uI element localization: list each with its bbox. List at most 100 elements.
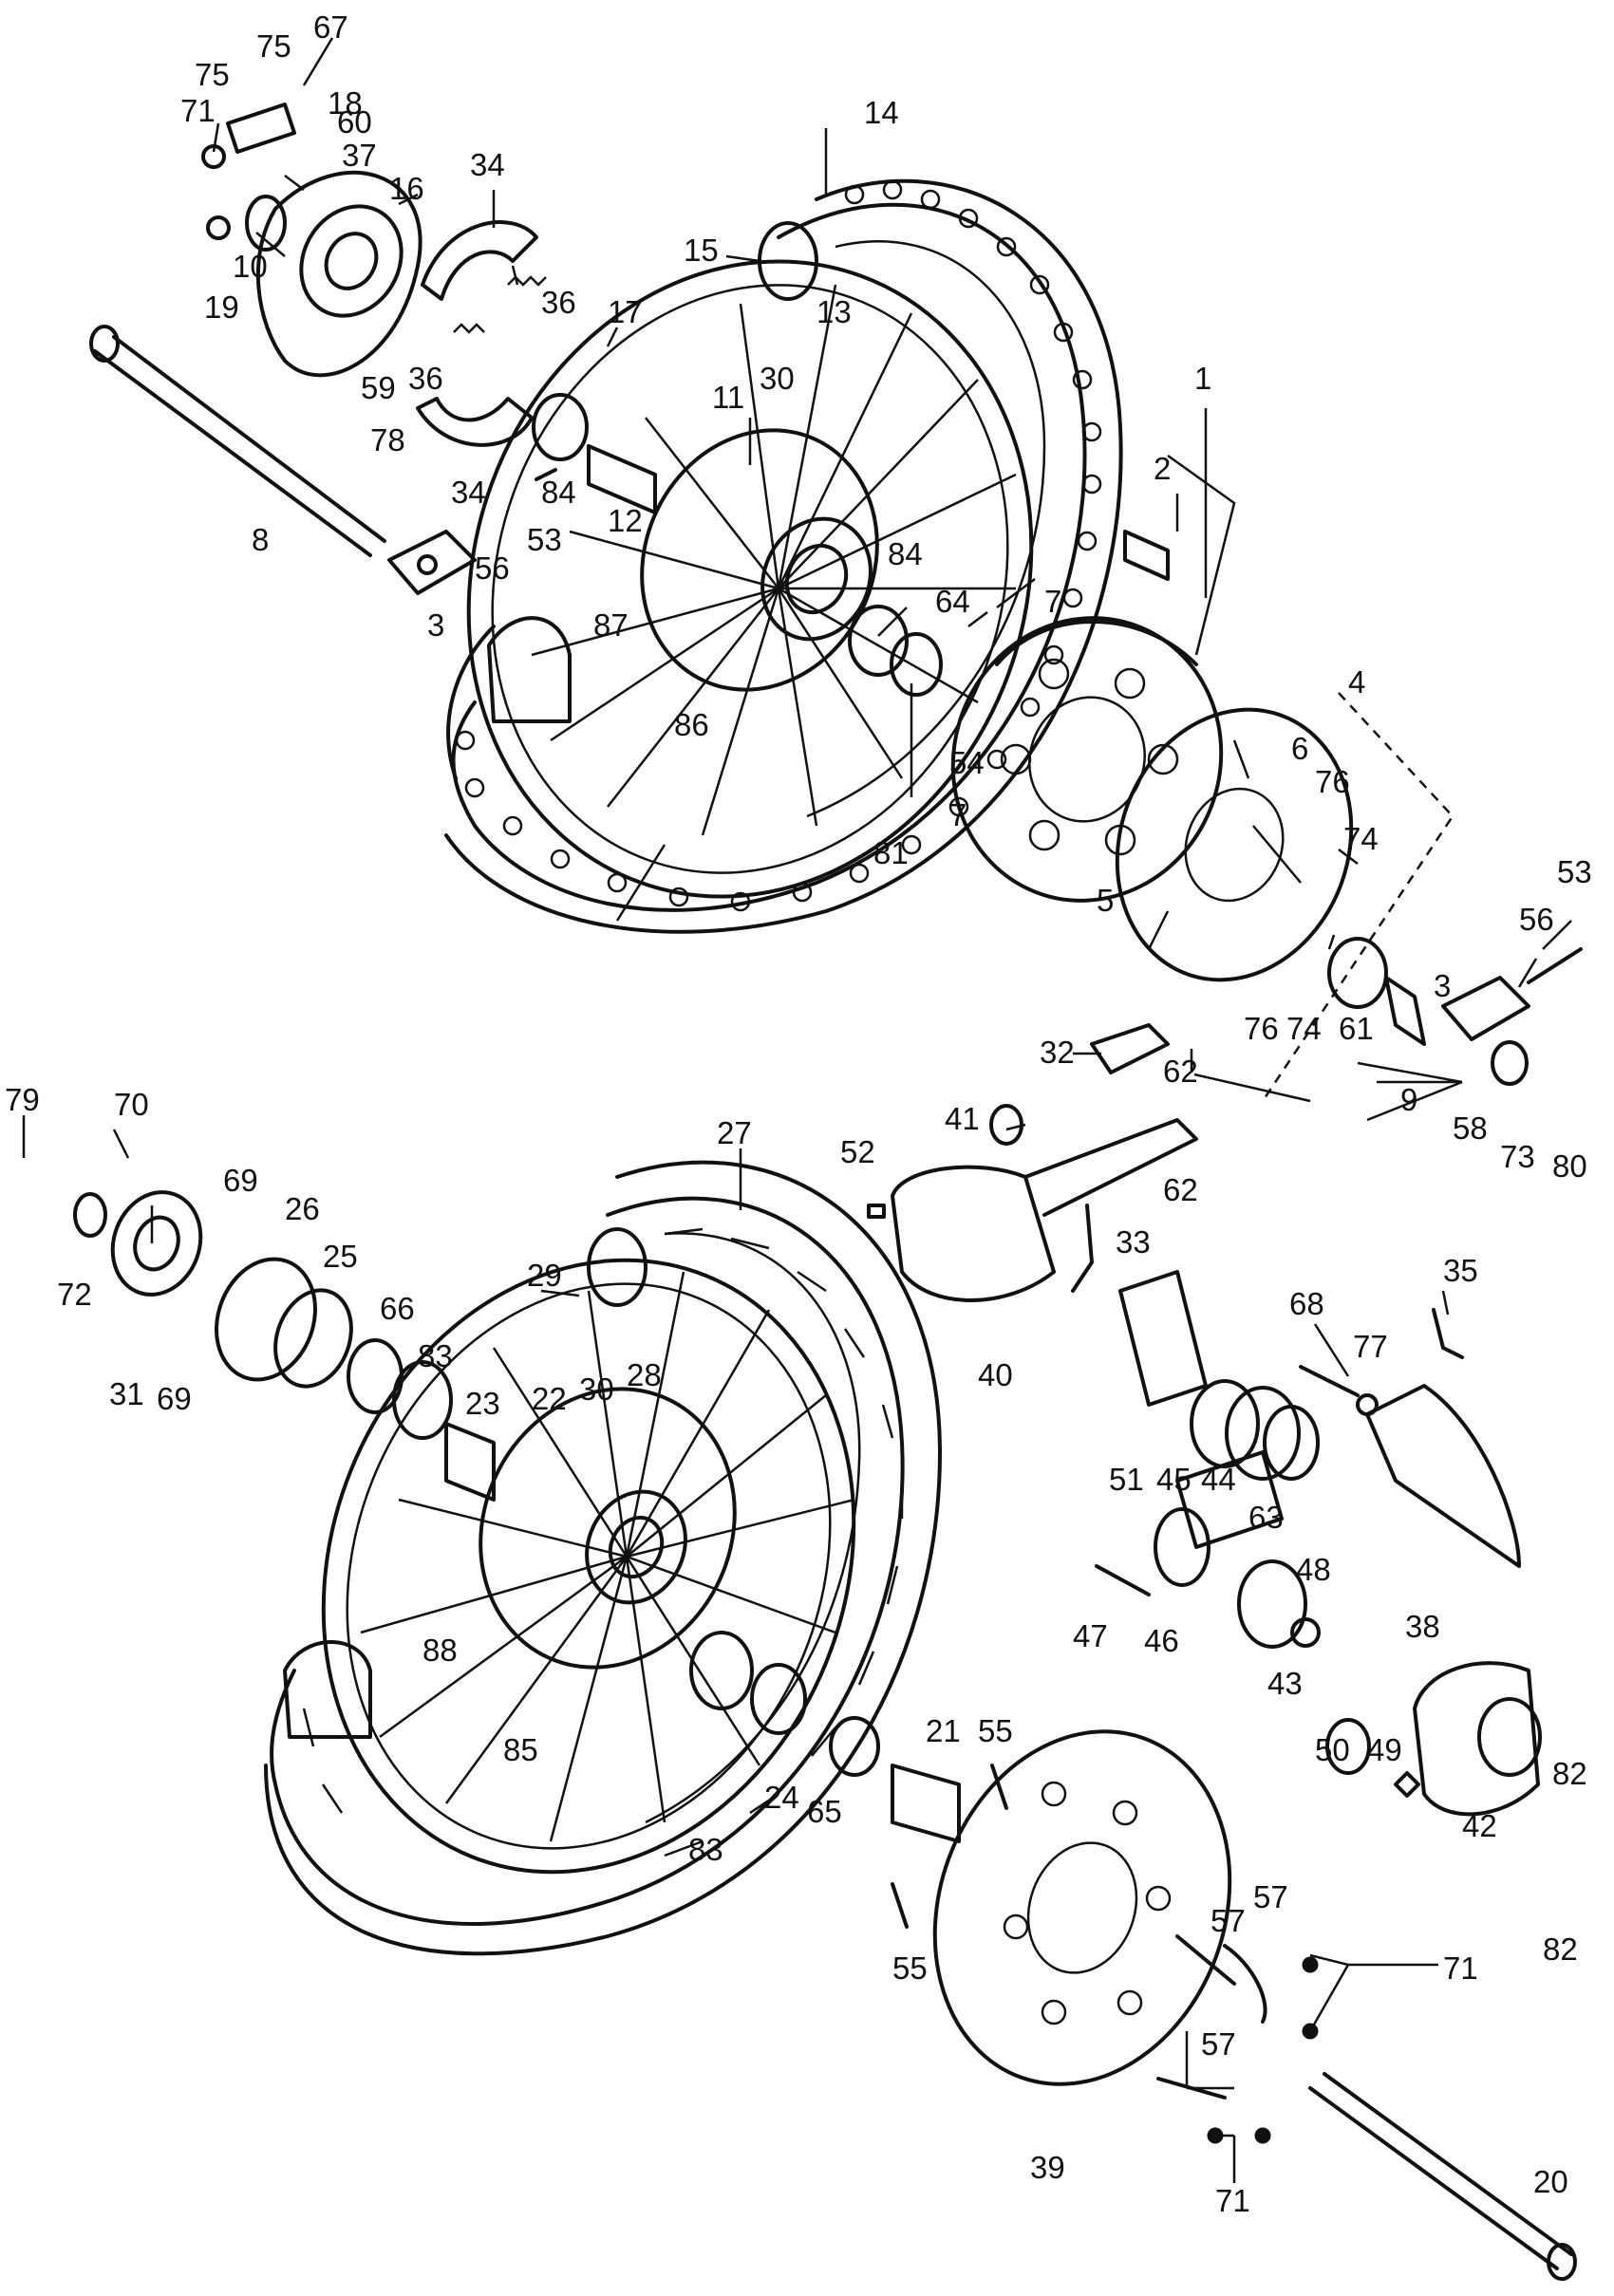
callout-51: 51	[1109, 1462, 1144, 1497]
callout-32: 32	[1040, 1035, 1075, 1070]
rear-brake-shoe-lower	[416, 397, 534, 447]
rear-brake-shoe-upper	[421, 220, 538, 301]
callout-27: 27	[717, 1115, 752, 1150]
callout-73: 73	[1500, 1139, 1535, 1174]
callout-88: 88	[422, 1633, 458, 1668]
callout-56: 56	[475, 551, 510, 586]
callout-75: 75	[256, 28, 291, 64]
callout-53: 53	[527, 522, 562, 557]
rear-spokes	[531, 284, 1017, 836]
callout-24: 24	[764, 1780, 799, 1815]
front-wheel-assembly	[73, 1023, 1577, 2281]
callout-17: 17	[608, 294, 643, 329]
callout-80: 80	[1552, 1148, 1587, 1184]
callout-56b: 56	[1519, 902, 1554, 937]
rear-rim	[466, 259, 1034, 899]
callout-57b: 57	[1253, 1879, 1288, 1914]
callout-43: 43	[1267, 1666, 1303, 1701]
callout-18: 18	[328, 85, 363, 121]
brake-master-cylinder	[891, 1165, 1056, 1302]
callout-12: 12	[608, 503, 643, 538]
callout-29: 29	[527, 1258, 562, 1293]
callout-57: 57	[1210, 1903, 1246, 1938]
callout-79: 79	[5, 1082, 40, 1117]
callout-84b: 84	[888, 536, 923, 571]
callout-6: 6	[1291, 731, 1308, 766]
callout-1: 1	[1194, 361, 1211, 396]
rear-axle	[93, 335, 386, 557]
callout-19: 19	[204, 289, 239, 325]
callout-68: 68	[1289, 1286, 1324, 1321]
callout-87: 87	[593, 607, 629, 643]
front-rim	[321, 1258, 856, 1875]
callout-49: 49	[1367, 1732, 1402, 1767]
callout-7: 7	[1044, 584, 1061, 619]
callout-40: 40	[978, 1357, 1013, 1392]
callout-48: 48	[1296, 1552, 1331, 1587]
callout-71: 71	[180, 93, 216, 128]
callout-42: 42	[1462, 1808, 1497, 1843]
callout-70: 70	[114, 1087, 149, 1122]
callout-81: 81	[873, 835, 909, 870]
callout-33: 33	[1116, 1224, 1151, 1260]
callout-11: 11	[712, 380, 744, 415]
callout-46: 46	[1144, 1623, 1179, 1658]
callout-3: 3	[427, 607, 444, 643]
callout-50: 50	[1315, 1732, 1350, 1767]
callout-77: 77	[1353, 1329, 1388, 1364]
callout-2: 2	[1154, 451, 1171, 486]
callout-55: 55	[978, 1713, 1013, 1748]
callout-ticks	[22, 37, 1450, 1377]
leader-lines	[255, 128, 1572, 2183]
callout-54: 54	[949, 745, 985, 780]
callout-34: 34	[470, 147, 505, 182]
callout-55b: 55	[892, 1951, 928, 1986]
front-hub	[479, 1387, 737, 1670]
caliper-cover	[1365, 1384, 1521, 1568]
callout-7b: 7	[949, 797, 967, 832]
rear-tire	[444, 178, 1123, 934]
callout-74: 74	[1343, 821, 1379, 856]
callout-47: 47	[1073, 1618, 1108, 1653]
callout-85: 85	[503, 1732, 538, 1767]
callout-4: 4	[1348, 664, 1365, 700]
callout-63: 63	[1248, 1500, 1284, 1535]
callout-35: 35	[1443, 1253, 1478, 1288]
callout-labels: 1 2 3 3 4 5 6 7 7 8 9 10 11 12 13 14 15 …	[5, 9, 1592, 2218]
callout-52: 52	[840, 1134, 875, 1169]
callout-22: 22	[532, 1381, 567, 1416]
callout-82: 82	[1552, 1756, 1587, 1791]
callout-44: 44	[1201, 1462, 1236, 1497]
callout-76b: 76	[1244, 1011, 1279, 1046]
callout-65: 65	[807, 1794, 842, 1829]
callout-14: 14	[864, 95, 899, 130]
callout-15: 15	[684, 233, 719, 268]
callout-62b: 62	[1163, 1172, 1198, 1207]
callout-3b: 3	[1434, 968, 1451, 1003]
callout-60: 60	[337, 104, 372, 140]
callout-38: 38	[1405, 1609, 1440, 1644]
callout-5: 5	[1097, 883, 1114, 918]
callout-64: 64	[935, 584, 970, 619]
callout-30b: 30	[579, 1372, 614, 1407]
callout-39: 39	[1030, 2150, 1065, 2185]
callout-66: 66	[380, 1291, 415, 1326]
callout-74b: 74	[1286, 1011, 1322, 1046]
callout-78: 78	[370, 422, 405, 457]
front-axle	[1308, 2072, 1573, 2270]
front-tire	[264, 1160, 942, 1956]
callout-36b: 36	[408, 361, 443, 396]
callout-20: 20	[1533, 2164, 1568, 2199]
callout-69b: 69	[157, 1381, 192, 1416]
callout-21: 21	[926, 1713, 961, 1748]
callout-84: 84	[541, 475, 576, 510]
callout-45: 45	[1156, 1462, 1192, 1497]
front-tube-end	[587, 1227, 647, 1307]
callout-83b: 83	[688, 1832, 723, 1867]
callout-23: 23	[465, 1386, 500, 1421]
callout-37: 37	[342, 138, 377, 173]
brake-caliper	[1413, 1661, 1540, 1817]
callout-59: 59	[361, 370, 396, 405]
callout-9: 9	[1400, 1082, 1417, 1117]
